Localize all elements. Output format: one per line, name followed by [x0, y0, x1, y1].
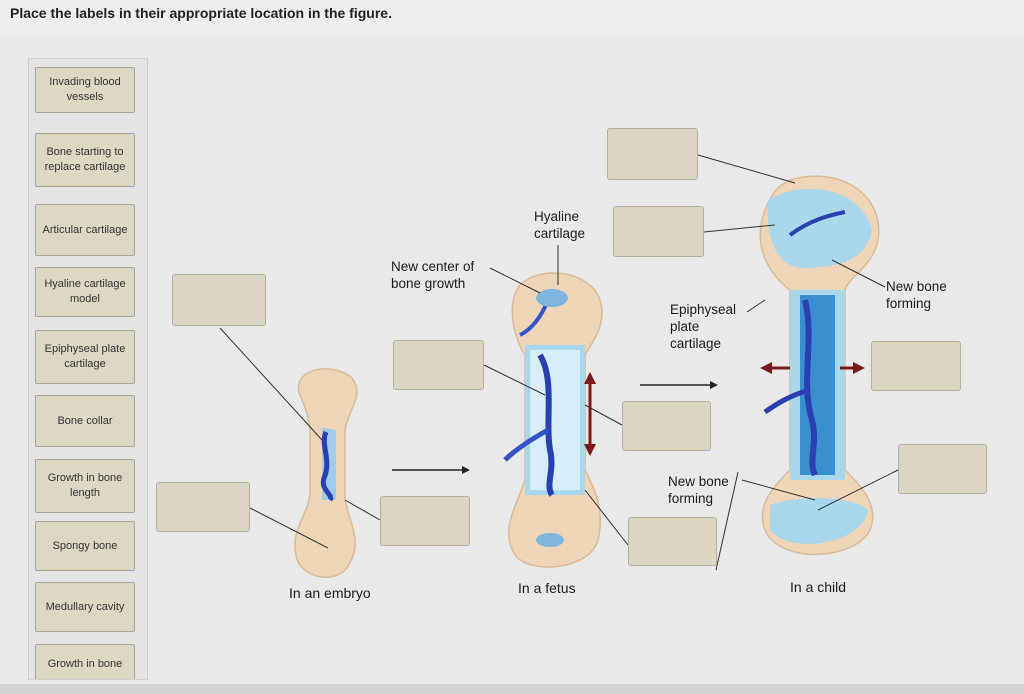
label-hyaline-cartilage-model[interactable]: Hyaline cartilage model: [35, 267, 135, 317]
drop-zone-5[interactable]: [607, 128, 698, 180]
drop-zone-4[interactable]: [380, 496, 470, 546]
new-center-text: New center of bone growth: [391, 259, 475, 291]
new-bone-forming-mid-text: New bone forming: [668, 474, 729, 506]
drop-zone-7[interactable]: [622, 401, 711, 451]
new-bone-forming-right-text: New bone forming: [886, 279, 947, 311]
drop-zone-2[interactable]: [156, 482, 250, 532]
hyaline-cartilage-text: Hyaline cartilage: [534, 209, 586, 241]
label-bank: Invading blood vessels Bone starting to …: [28, 58, 148, 680]
label-growth-in-bone-length[interactable]: Growth in bone length: [35, 459, 135, 513]
drop-zone-1[interactable]: [172, 274, 266, 326]
fetus-bone: [503, 272, 603, 568]
label-bone-starting-to-replace-cartilage[interactable]: Bone starting to replace cartilage: [35, 133, 135, 187]
bottom-bar: [0, 684, 1024, 694]
caption-fetus: In a fetus: [518, 580, 576, 596]
label-invading-blood-vessels[interactable]: Invading blood vessels: [35, 67, 135, 113]
drop-zone-9[interactable]: [871, 341, 961, 391]
label-epiphyseal-plate-cartilage[interactable]: Epiphyseal plate cartilage: [35, 330, 135, 384]
instruction-bar: Place the labels in their appropriate lo…: [0, 0, 1024, 34]
drop-zone-8[interactable]: [628, 517, 717, 566]
caption-embryo: In an embryo: [289, 585, 371, 601]
drop-zone-6[interactable]: [613, 206, 704, 257]
child-bone: [759, 175, 880, 556]
label-growth-in-bone[interactable]: Growth in bone: [35, 644, 135, 679]
label-spongy-bone[interactable]: Spongy bone: [35, 521, 135, 571]
epiphyseal-plate-text: Epiphyseal plate cartilage: [670, 302, 737, 351]
label-articular-cartilage[interactable]: Articular cartilage: [35, 204, 135, 256]
embryo-bone: [294, 368, 358, 578]
drop-zone-10[interactable]: [898, 444, 987, 494]
drop-zone-3[interactable]: [393, 340, 484, 390]
instruction-text: Place the labels in their appropriate lo…: [10, 5, 392, 21]
label-bone-collar[interactable]: Bone collar: [35, 395, 135, 447]
label-medullary-cavity[interactable]: Medullary cavity: [35, 582, 135, 632]
caption-child: In a child: [790, 579, 847, 595]
